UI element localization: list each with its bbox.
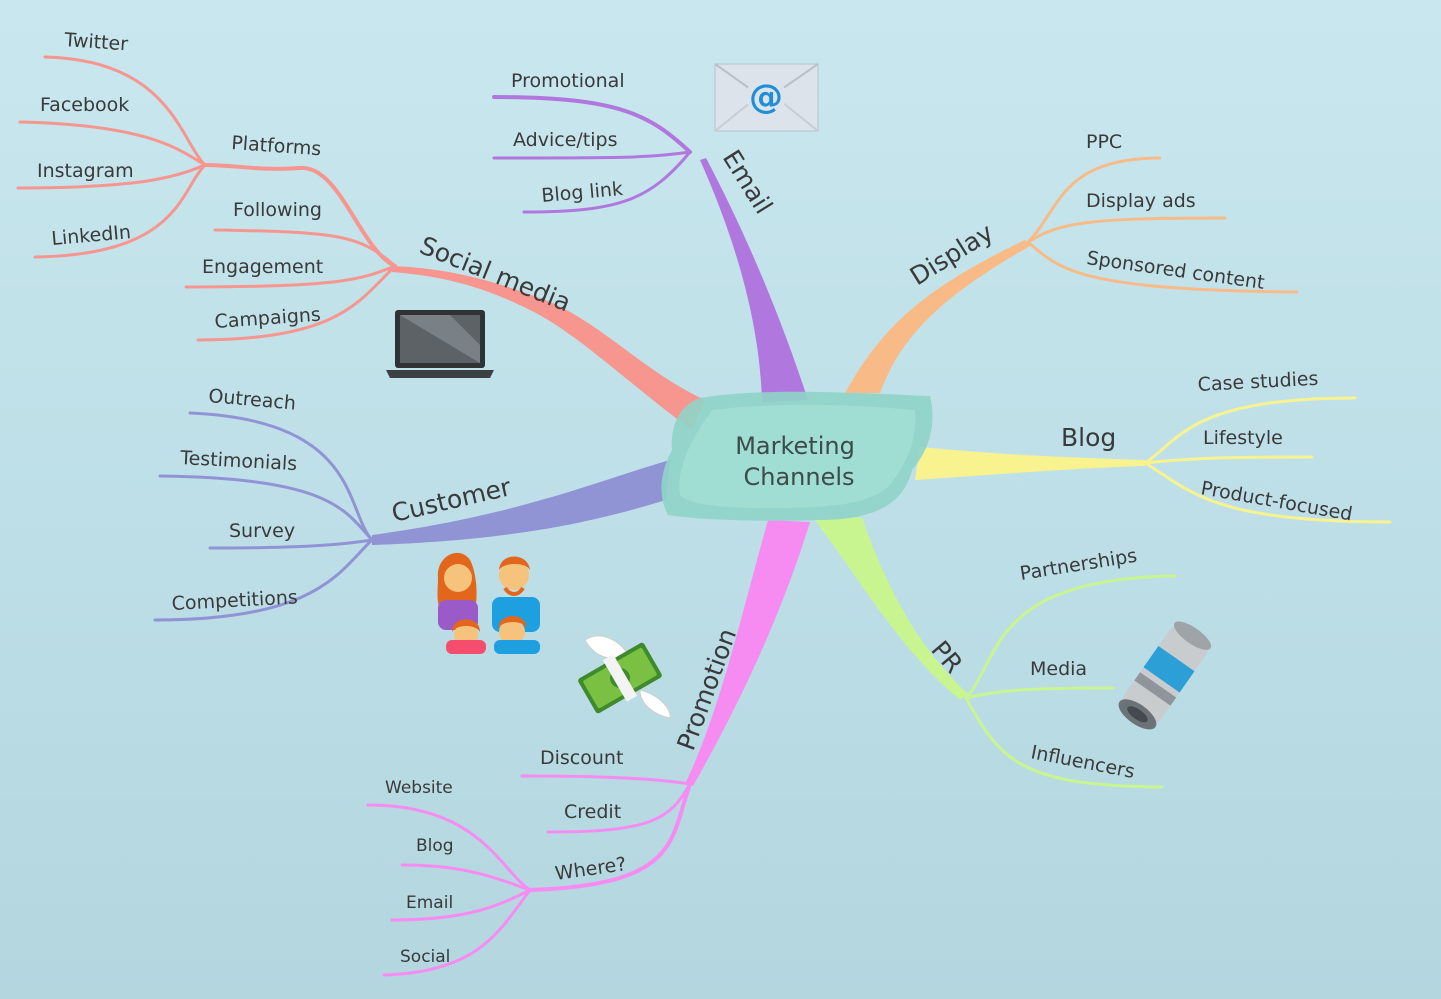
email-item-advice-tips[interactable]: Advice/tips [513,129,617,151]
where-item-email[interactable]: Email [406,893,453,913]
customer-item-outreach[interactable]: Outreach [208,385,297,415]
where-item-website[interactable]: Website [385,778,453,798]
social-label-platforms[interactable]: Platforms [231,132,322,160]
family-icon [437,552,540,654]
email-item-promotional[interactable]: Promotional [511,70,625,92]
branch-customer [153,411,670,622]
platform-instagram[interactable]: Instagram [37,160,134,182]
center-title-line2: Channels [743,463,854,491]
promotion-item-discount[interactable]: Discount [540,747,623,769]
pr-item-media[interactable]: Media [1030,658,1087,680]
branch-promotion [366,520,810,977]
customer-item-competitions[interactable]: Competitions [171,586,298,615]
branch-pr [815,517,1177,789]
blog-item-lifestyle[interactable]: Lifestyle [1203,427,1283,449]
display-item-ppc[interactable]: PPC [1086,131,1122,153]
pr-item-influencers[interactable]: Influencers [1029,741,1136,783]
social-item-engagement[interactable]: Engagement [202,256,323,278]
email-at-icon: @ [714,63,819,132]
center-node[interactable]: Marketing Channels [661,391,933,521]
customer-item-survey[interactable]: Survey [229,520,295,542]
branch-email [492,95,808,402]
laptop-icon [386,310,494,378]
flying-money-icon [578,635,671,719]
display-item-display-ads[interactable]: Display ads [1086,190,1196,212]
blog-item-case-studies[interactable]: Case studies [1197,368,1319,396]
branch-blog [915,396,1392,524]
newspaper-icon [1118,621,1212,730]
email-item-blog-link[interactable]: Blog link [541,178,624,207]
branch-social-media [16,55,705,430]
customer-item-testimonials[interactable]: Testimonials [179,447,298,475]
where-item-blog[interactable]: Blog [416,836,454,856]
promotion-item-credit[interactable]: Credit [564,801,621,823]
blog-item-product-focused[interactable]: Product-focused [1199,477,1354,525]
center-title-line1: Marketing [735,432,855,460]
branch-display [845,156,1299,393]
branch-label-blog[interactable]: Blog [1061,423,1116,452]
platform-facebook[interactable]: Facebook [40,94,129,116]
platform-twitter[interactable]: Twitter [63,29,129,55]
social-item-following[interactable]: Following [233,199,322,221]
svg-text:@: @ [749,77,783,117]
where-item-social[interactable]: Social [400,947,450,967]
